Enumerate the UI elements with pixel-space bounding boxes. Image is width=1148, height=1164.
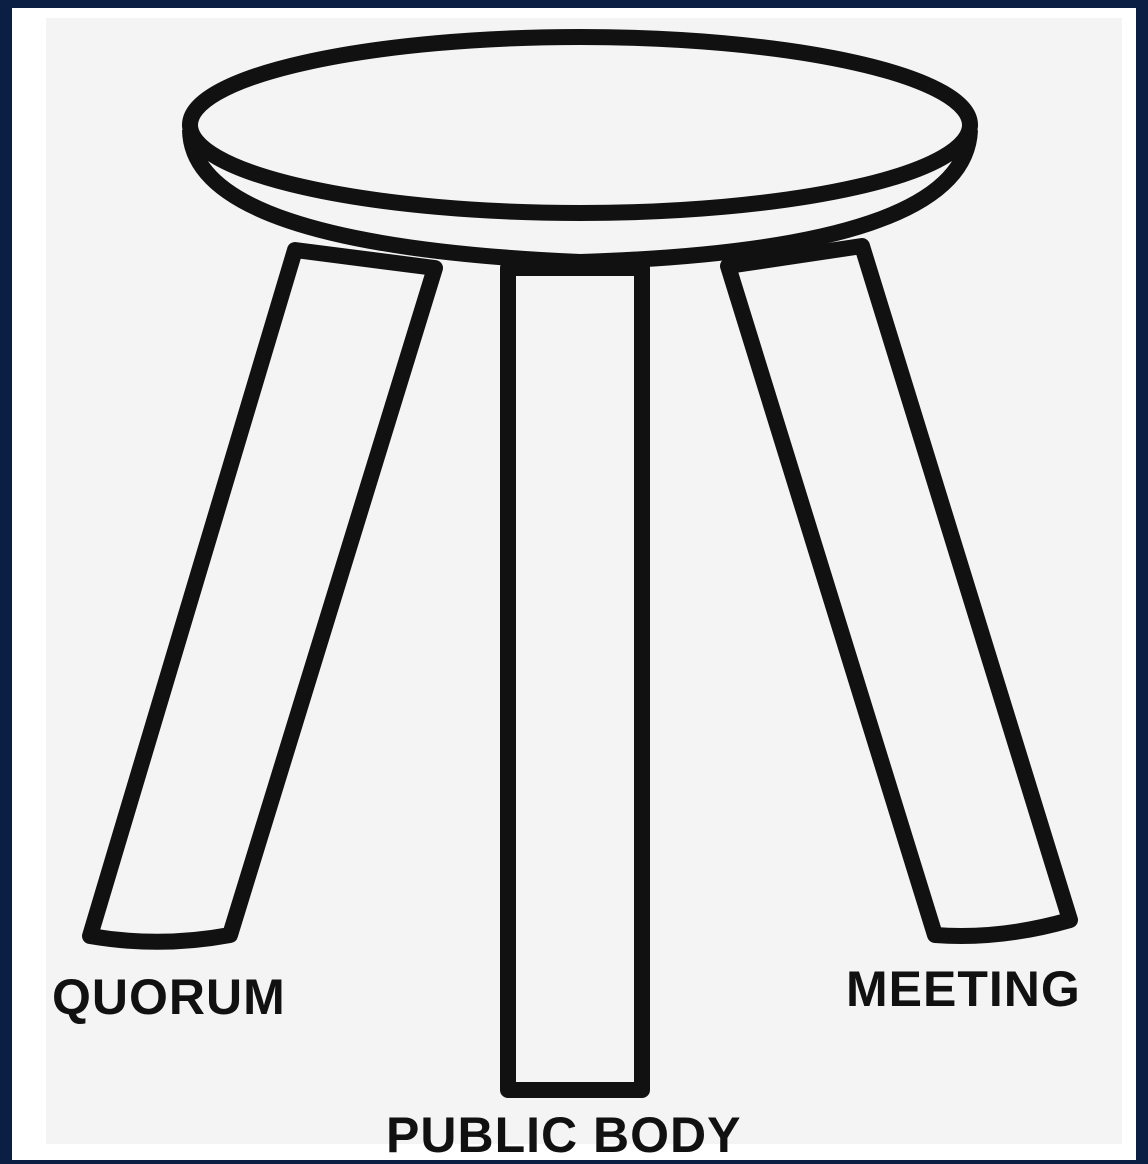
stool-leg-right <box>728 246 1070 936</box>
stool-leg-left <box>90 250 435 942</box>
leg-label-meeting: MEETING <box>846 960 1081 1018</box>
stool-leg-center <box>508 268 642 1090</box>
leg-label-quorum: QUORUM <box>52 968 286 1026</box>
leg-label-public-body: PUBLIC BODY <box>386 1106 741 1164</box>
stool-seat-top <box>190 37 970 213</box>
